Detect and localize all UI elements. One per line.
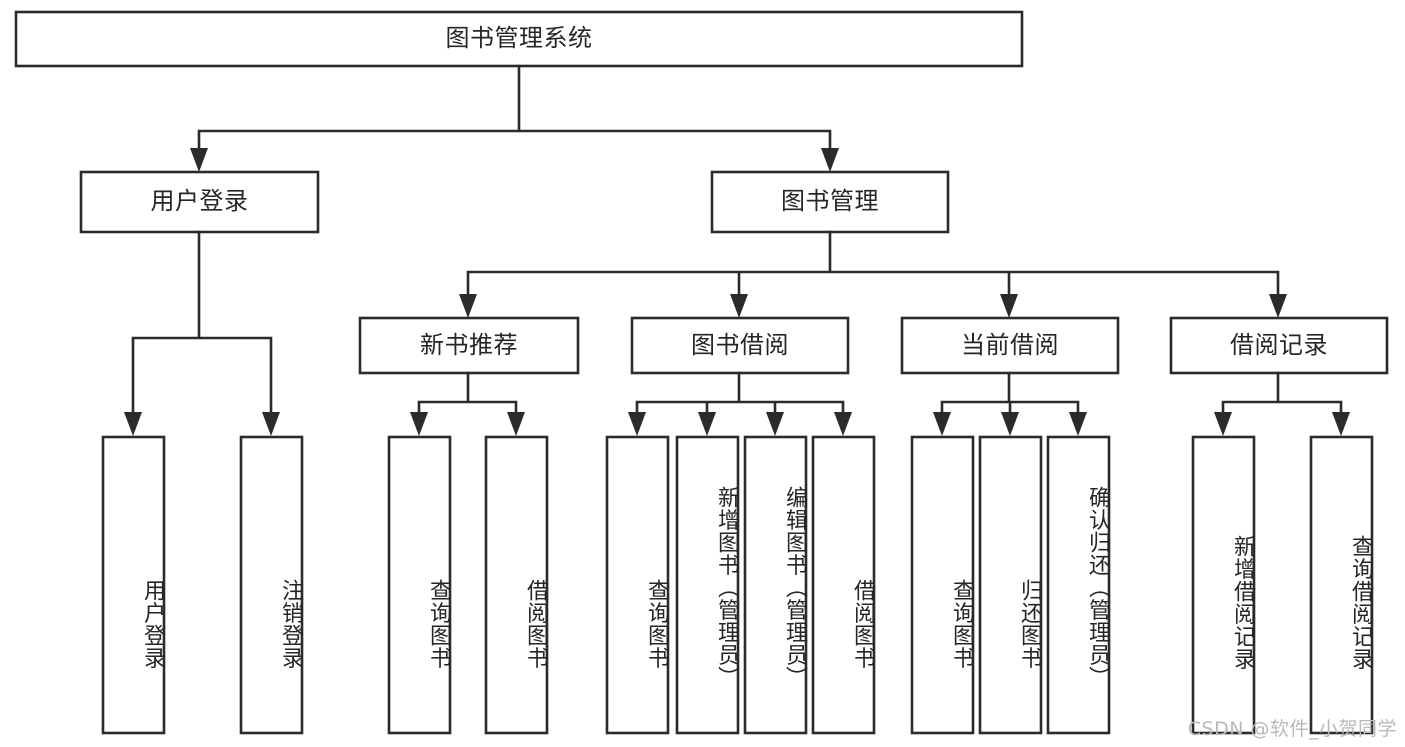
- connector-book-manage-to-level2: [466, 230, 1280, 296]
- arrowhead-book-borrow-leaf-1: [628, 412, 646, 436]
- arrowhead-user-login-leaf-1: [124, 412, 142, 436]
- node-root-box[interactable]: [14, 10, 1024, 68]
- arrowhead-user-login-leaf-2: [262, 412, 280, 436]
- node-leaf-return-book-box[interactable]: [978, 435, 1043, 735]
- arrowhead-current-borrow-leaf-2: [1001, 412, 1019, 436]
- arrowhead-to-current-borrow: [1000, 294, 1018, 318]
- connector-user-login-to-leaves: [131, 230, 273, 414]
- arrowhead-new-book-leaf-1: [410, 412, 428, 436]
- node-book-manage-box[interactable]: [710, 170, 950, 234]
- node-leaf-logout-box[interactable]: [239, 435, 304, 735]
- arrowhead-to-book-borrow: [730, 294, 748, 318]
- node-leaf-user-login-box[interactable]: [101, 435, 166, 735]
- connector-root-to-bus: [197, 64, 832, 150]
- connector-borrow-record-to-leaves: [1221, 371, 1343, 414]
- arrowhead-to-user-login: [190, 148, 208, 172]
- arrowhead-book-borrow-leaf-4: [834, 412, 852, 436]
- node-leaf-query-book-bb-box[interactable]: [605, 435, 670, 735]
- arrowhead-to-new-book: [459, 294, 477, 318]
- node-user-login-box[interactable]: [79, 170, 320, 234]
- arrowhead-book-borrow-leaf-3: [766, 412, 784, 436]
- node-leaf-query-book-cb-box[interactable]: [910, 435, 975, 735]
- arrowhead-to-borrow-record: [1269, 294, 1287, 318]
- connector-current-borrow-to-leaves: [940, 371, 1080, 414]
- node-leaf-confirm-return-box[interactable]: [1046, 435, 1111, 735]
- node-leaf-add-book-box[interactable]: [675, 435, 740, 735]
- connector-new-book-to-leaves: [417, 371, 518, 414]
- node-new-book-box[interactable]: [358, 316, 580, 375]
- node-leaf-edit-book-box[interactable]: [743, 435, 808, 735]
- node-leaf-borrow-book-nb-box[interactable]: [484, 435, 549, 735]
- node-borrow-record-box[interactable]: [1169, 316, 1389, 375]
- node-book-borrow-box[interactable]: [630, 316, 850, 375]
- arrowhead-current-borrow-leaf-3: [1069, 412, 1087, 436]
- connector-book-borrow-to-leaves: [635, 371, 845, 414]
- node-leaf-query-record-box[interactable]: [1309, 435, 1374, 735]
- arrowhead-book-borrow-leaf-2: [698, 412, 716, 436]
- node-current-borrow-box[interactable]: [900, 316, 1120, 375]
- arrowhead-borrow-record-leaf-1: [1214, 412, 1232, 436]
- arrowhead-current-borrow-leaf-1: [933, 412, 951, 436]
- arrowhead-to-book-manage: [821, 148, 839, 172]
- arrowhead-new-book-leaf-2: [507, 412, 525, 436]
- node-leaf-add-record-box[interactable]: [1191, 435, 1256, 735]
- arrowhead-borrow-record-leaf-2: [1332, 412, 1350, 436]
- node-leaf-query-book-nb-box[interactable]: [387, 435, 452, 735]
- node-leaf-borrow-book-bb-box[interactable]: [811, 435, 876, 735]
